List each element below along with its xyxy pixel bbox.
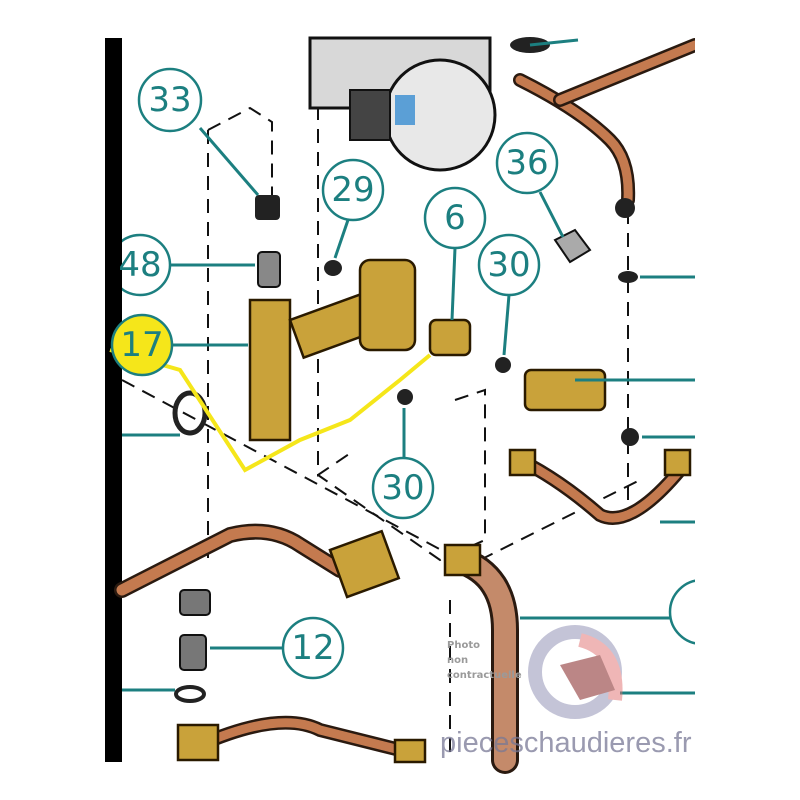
callout-label: 30: [381, 468, 424, 508]
callout-33: [137, 67, 203, 133]
brass-fittings: [176, 258, 692, 764]
callout-12: [281, 616, 345, 680]
callout-label: 17: [120, 325, 163, 365]
highlight-outline: [109, 348, 432, 473]
callout-30b: [371, 456, 435, 520]
callout-label: 29: [331, 170, 374, 210]
callout-label: 33: [148, 80, 191, 120]
callout-36: [495, 131, 559, 195]
callout-6: [423, 186, 487, 250]
highlight-circle: [112, 315, 172, 375]
pump-motor: [308, 36, 497, 172]
leader-arrows: [122, 38, 695, 695]
callout-label: 48: [118, 245, 161, 285]
part-17: [248, 298, 292, 442]
callout-label: 36: [505, 143, 548, 183]
callout-29: [321, 158, 385, 222]
callout-label: 12: [291, 628, 334, 668]
note-line: non: [447, 655, 469, 666]
disclaimer-note: Photo non contractuelle: [447, 638, 522, 683]
left-border-bar: [105, 38, 122, 762]
callout-label: 30: [487, 245, 530, 285]
callout-label: 6: [444, 198, 466, 238]
watermark-text: pieceschaudieres.fr: [440, 727, 692, 759]
copper-pipes: [114, 38, 702, 774]
note-line: Photo: [447, 640, 480, 651]
watermark-logo: [528, 625, 623, 719]
callout-30a: [477, 233, 541, 297]
callout-17: [110, 313, 174, 377]
note-line: contractuelle: [447, 670, 522, 681]
